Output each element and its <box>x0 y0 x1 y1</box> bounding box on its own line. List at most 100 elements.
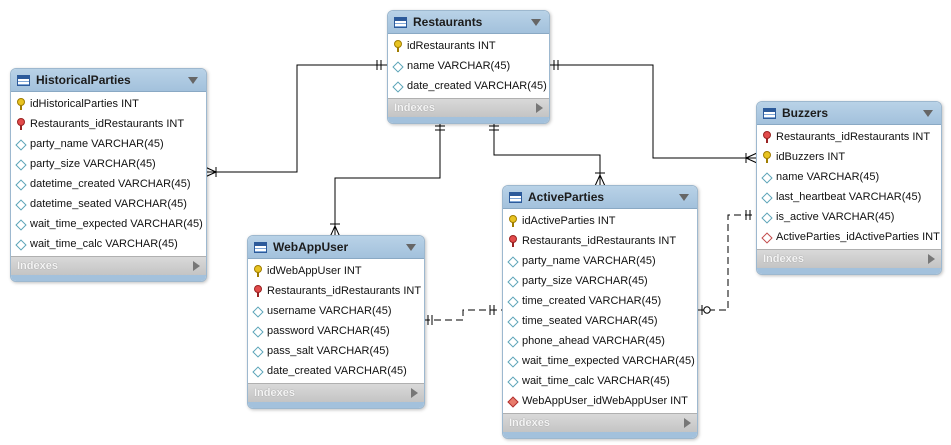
indexes-label: Indexes <box>394 102 435 114</box>
column-label: wait_time_expected VARCHAR(45) <box>30 218 203 230</box>
table-header[interactable]: Buzzers <box>757 102 941 125</box>
column-label: datetime_seated VARCHAR(45) <box>30 198 187 210</box>
column-row[interactable]: datetime_created VARCHAR(45) <box>11 174 206 194</box>
column-row[interactable]: idActiveParties INT <box>503 211 697 231</box>
table-footer <box>757 268 941 274</box>
column-row[interactable]: party_name VARCHAR(45) <box>503 251 697 271</box>
column-row[interactable]: ActiveParties_idActiveParties INT <box>757 227 941 247</box>
collapse-arrow-icon[interactable] <box>923 109 933 117</box>
column-row[interactable]: Restaurants_idRestaurants INT <box>503 231 697 251</box>
column-label: last_heartbeat VARCHAR(45) <box>776 191 922 203</box>
column-row[interactable]: name VARCHAR(45) <box>757 167 941 187</box>
foreign-key-icon <box>252 285 263 297</box>
column-row[interactable]: date_created VARCHAR(45) <box>248 361 424 381</box>
column-row[interactable]: party_size VARCHAR(45) <box>503 271 697 291</box>
column-label: pass_salt VARCHAR(45) <box>267 345 390 357</box>
table-historicalparties[interactable]: HistoricalParties idHistoricalParties IN… <box>10 68 207 282</box>
collapse-arrow-icon[interactable] <box>679 193 689 201</box>
indexes-bar[interactable]: Indexes <box>248 383 424 402</box>
column-row[interactable]: idBuzzers INT <box>757 147 941 167</box>
rel-restaurants-buzzers <box>549 64 757 159</box>
column-row[interactable]: last_heartbeat VARCHAR(45) <box>757 187 941 207</box>
table-restaurants[interactable]: Restaurants idRestaurants INT name VARCH… <box>387 10 550 124</box>
column-diamond-icon <box>507 275 518 287</box>
primary-key-icon <box>252 265 263 277</box>
column-label: Restaurants_idRestaurants INT <box>522 235 677 247</box>
column-diamond-icon <box>252 305 263 317</box>
column-row[interactable]: password VARCHAR(45) <box>248 321 424 341</box>
table-title: Buzzers <box>782 106 829 120</box>
column-diamond-icon <box>507 375 518 387</box>
column-row[interactable]: party_size VARCHAR(45) <box>11 154 206 174</box>
column-label: name VARCHAR(45) <box>776 171 880 183</box>
table-header[interactable]: Restaurants <box>388 11 549 34</box>
column-row[interactable]: name VARCHAR(45) <box>388 56 549 76</box>
column-list: idHistoricalParties INT Restaurants_idRe… <box>11 92 206 256</box>
column-row[interactable]: time_created VARCHAR(45) <box>503 291 697 311</box>
rel-activeparties-buzzers <box>697 214 757 311</box>
column-label: username VARCHAR(45) <box>267 305 392 317</box>
primary-key-icon <box>507 215 518 227</box>
column-label: password VARCHAR(45) <box>267 325 390 337</box>
table-buzzers[interactable]: Buzzers Restaurants_idRestaurants INT id… <box>756 101 942 275</box>
column-diamond-icon <box>507 315 518 327</box>
column-label: time_seated VARCHAR(45) <box>522 315 658 327</box>
table-header[interactable]: ActiveParties <box>503 186 697 209</box>
expand-arrow-icon[interactable] <box>411 388 418 398</box>
expand-arrow-icon[interactable] <box>928 254 935 264</box>
column-row[interactable]: wait_time_calc VARCHAR(45) <box>11 234 206 254</box>
rel-webappuser-activeparties <box>423 309 503 321</box>
column-row[interactable]: Restaurants_idRestaurants INT <box>757 127 941 147</box>
expand-arrow-icon[interactable] <box>536 103 543 113</box>
indexes-bar[interactable]: Indexes <box>757 249 941 268</box>
table-icon <box>763 107 776 119</box>
column-label: time_created VARCHAR(45) <box>522 295 662 307</box>
indexes-bar[interactable]: Indexes <box>388 98 549 117</box>
table-icon <box>17 74 30 86</box>
column-diamond-icon <box>392 80 403 92</box>
column-row[interactable]: Restaurants_idRestaurants INT <box>248 281 424 301</box>
column-label: name VARCHAR(45) <box>407 60 511 72</box>
table-icon <box>254 241 267 253</box>
column-row[interactable]: phone_ahead VARCHAR(45) <box>503 331 697 351</box>
collapse-arrow-icon[interactable] <box>531 18 541 26</box>
column-diamond-icon <box>507 335 518 347</box>
column-list: idRestaurants INT name VARCHAR(45) date_… <box>388 34 549 98</box>
column-row[interactable]: username VARCHAR(45) <box>248 301 424 321</box>
column-row[interactable]: time_seated VARCHAR(45) <box>503 311 697 331</box>
column-diamond-icon <box>15 198 26 210</box>
column-diamond-icon <box>507 255 518 267</box>
table-webappuser[interactable]: WebAppUser idWebAppUser INT Restaurants_… <box>247 235 425 409</box>
indexes-bar[interactable]: Indexes <box>503 413 697 432</box>
column-row[interactable]: idRestaurants INT <box>388 36 549 56</box>
column-row[interactable]: wait_time_expected VARCHAR(45) <box>11 214 206 234</box>
primary-key-icon <box>15 98 26 110</box>
column-label: Restaurants_idRestaurants INT <box>30 118 185 130</box>
column-row[interactable]: pass_salt VARCHAR(45) <box>248 341 424 361</box>
column-row[interactable]: idWebAppUser INT <box>248 261 424 281</box>
expand-arrow-icon[interactable] <box>684 418 691 428</box>
column-row[interactable]: WebAppUser_idWebAppUser INT <box>503 391 697 411</box>
column-row[interactable]: is_active VARCHAR(45) <box>757 207 941 227</box>
table-icon <box>394 16 407 28</box>
column-row[interactable]: Restaurants_idRestaurants INT <box>11 114 206 134</box>
column-row[interactable]: date_created VARCHAR(45) <box>388 76 549 96</box>
column-label: party_name VARCHAR(45) <box>522 255 656 267</box>
table-header[interactable]: HistoricalParties <box>11 69 206 92</box>
table-activeparties[interactable]: ActiveParties idActiveParties INT Restau… <box>502 185 698 439</box>
table-title: Restaurants <box>413 15 483 29</box>
column-row[interactable]: datetime_seated VARCHAR(45) <box>11 194 206 214</box>
expand-arrow-icon[interactable] <box>193 261 200 271</box>
collapse-arrow-icon[interactable] <box>406 243 416 251</box>
rel-restaurants-historicalparties <box>205 64 388 173</box>
column-row[interactable]: idHistoricalParties INT <box>11 94 206 114</box>
indexes-label: Indexes <box>17 260 58 272</box>
column-row[interactable]: party_name VARCHAR(45) <box>11 134 206 154</box>
indexes-bar[interactable]: Indexes <box>11 256 206 275</box>
column-row[interactable]: wait_time_expected VARCHAR(45) <box>503 351 697 371</box>
table-header[interactable]: WebAppUser <box>248 236 424 259</box>
column-row[interactable]: wait_time_calc VARCHAR(45) <box>503 371 697 391</box>
column-label: phone_ahead VARCHAR(45) <box>522 335 665 347</box>
column-diamond-icon <box>761 191 772 203</box>
collapse-arrow-icon[interactable] <box>188 76 198 84</box>
